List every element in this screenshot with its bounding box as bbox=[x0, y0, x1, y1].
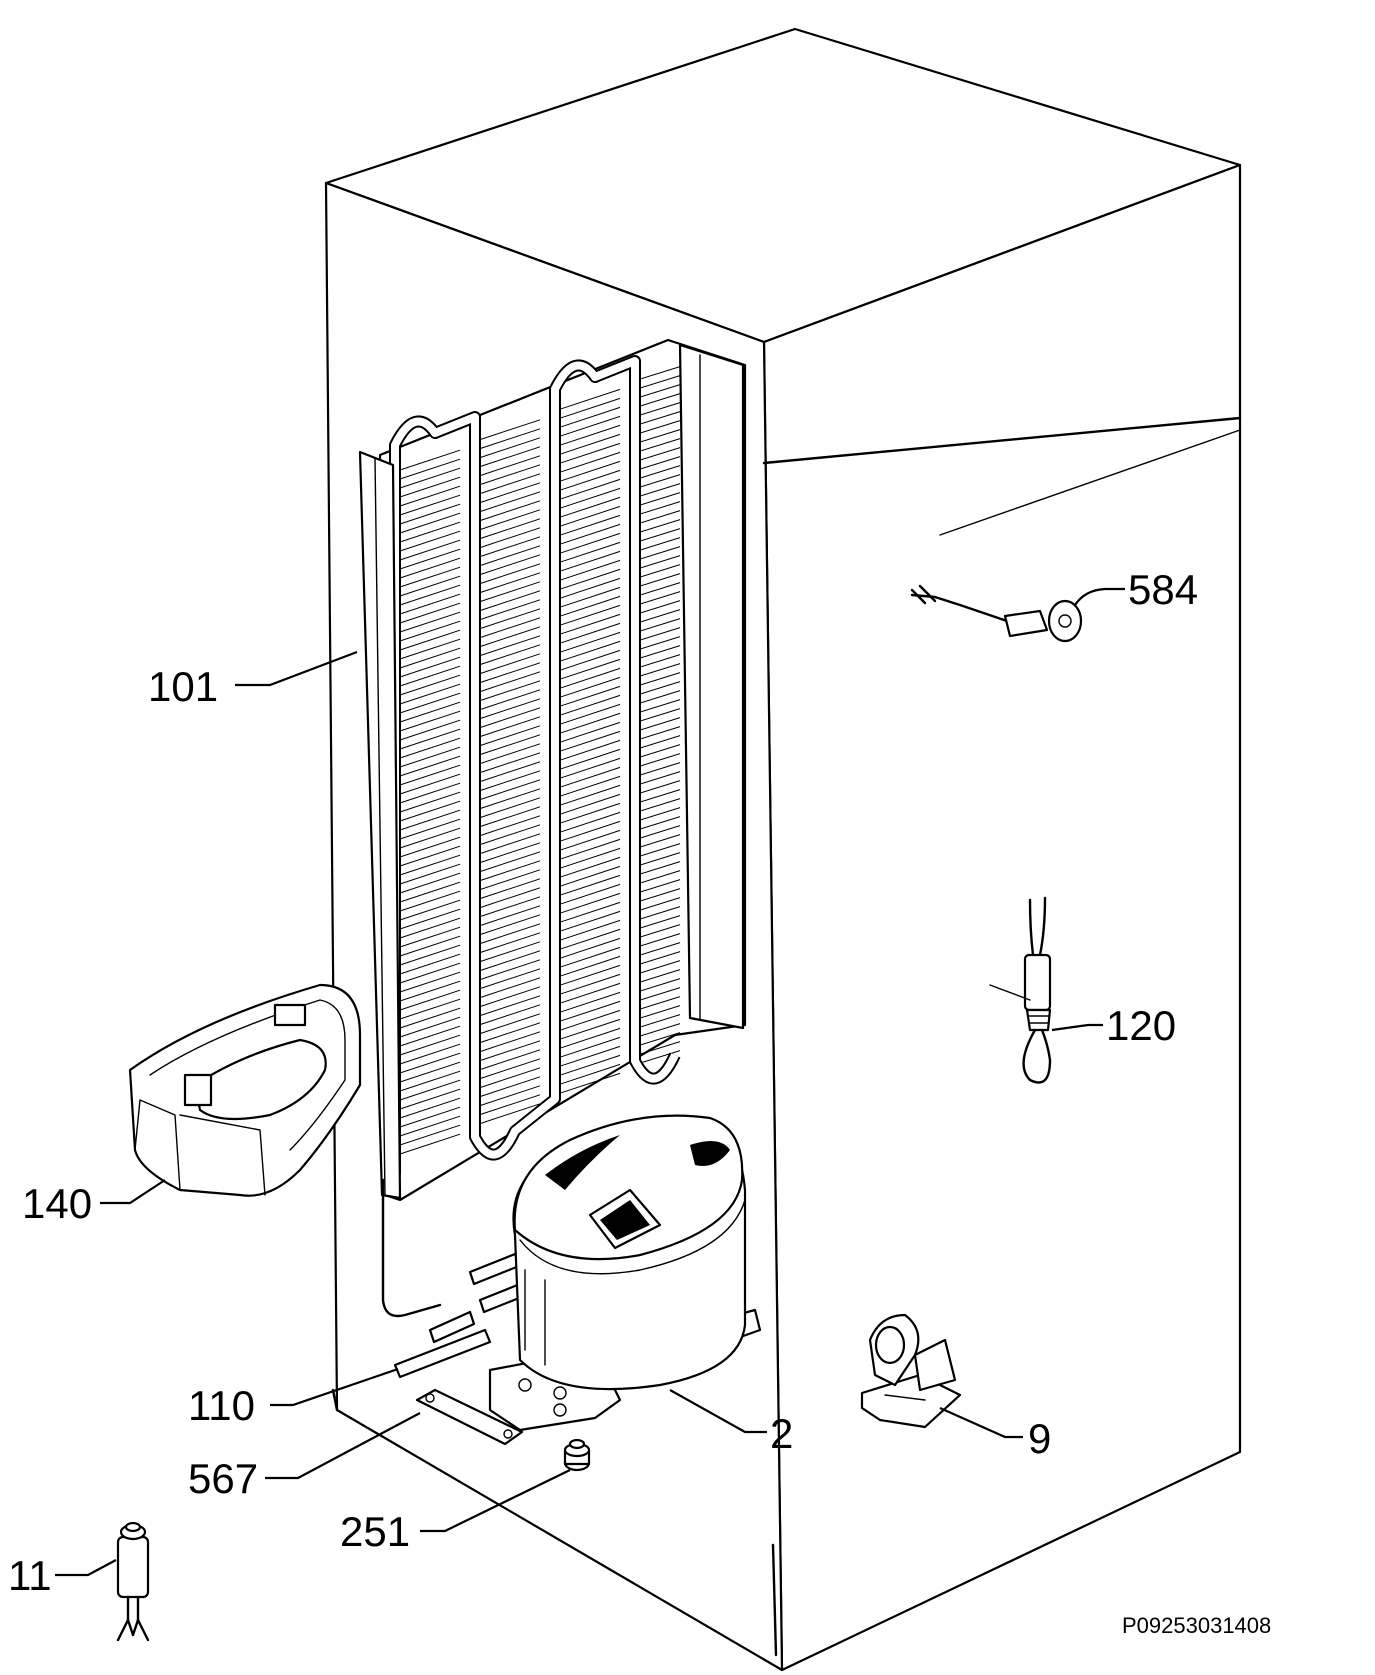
callout-label-120: 120 bbox=[1106, 1002, 1176, 1049]
callout-label-11: 11 bbox=[8, 1552, 52, 1599]
callout-label-584: 584 bbox=[1128, 566, 1198, 613]
wire-sensor-icon bbox=[989, 896, 1052, 1084]
grommet-icon bbox=[563, 1438, 591, 1472]
sensor-probe-icon bbox=[910, 584, 1083, 643]
callout-label-101: 101 bbox=[148, 663, 218, 710]
callout-label-140: 140 bbox=[22, 1180, 92, 1227]
clip-icon bbox=[860, 1313, 962, 1429]
leader-lines bbox=[55, 587, 1125, 1577]
drip-tray-icon bbox=[128, 983, 362, 1197]
condenser-coil-icon bbox=[358, 338, 747, 1318]
callout-label-2: 2 bbox=[770, 1410, 793, 1457]
compressor-icon bbox=[488, 1114, 762, 1432]
callout-label-251: 251 bbox=[340, 1508, 410, 1555]
document-code: P09253031408 bbox=[1122, 1613, 1271, 1638]
relay-icon bbox=[116, 1521, 150, 1642]
plate-icon bbox=[415, 1388, 524, 1446]
callout-label-567: 567 bbox=[188, 1455, 258, 1502]
callout-label-110: 110 bbox=[188, 1382, 255, 1429]
callout-label-9: 9 bbox=[1028, 1415, 1051, 1462]
